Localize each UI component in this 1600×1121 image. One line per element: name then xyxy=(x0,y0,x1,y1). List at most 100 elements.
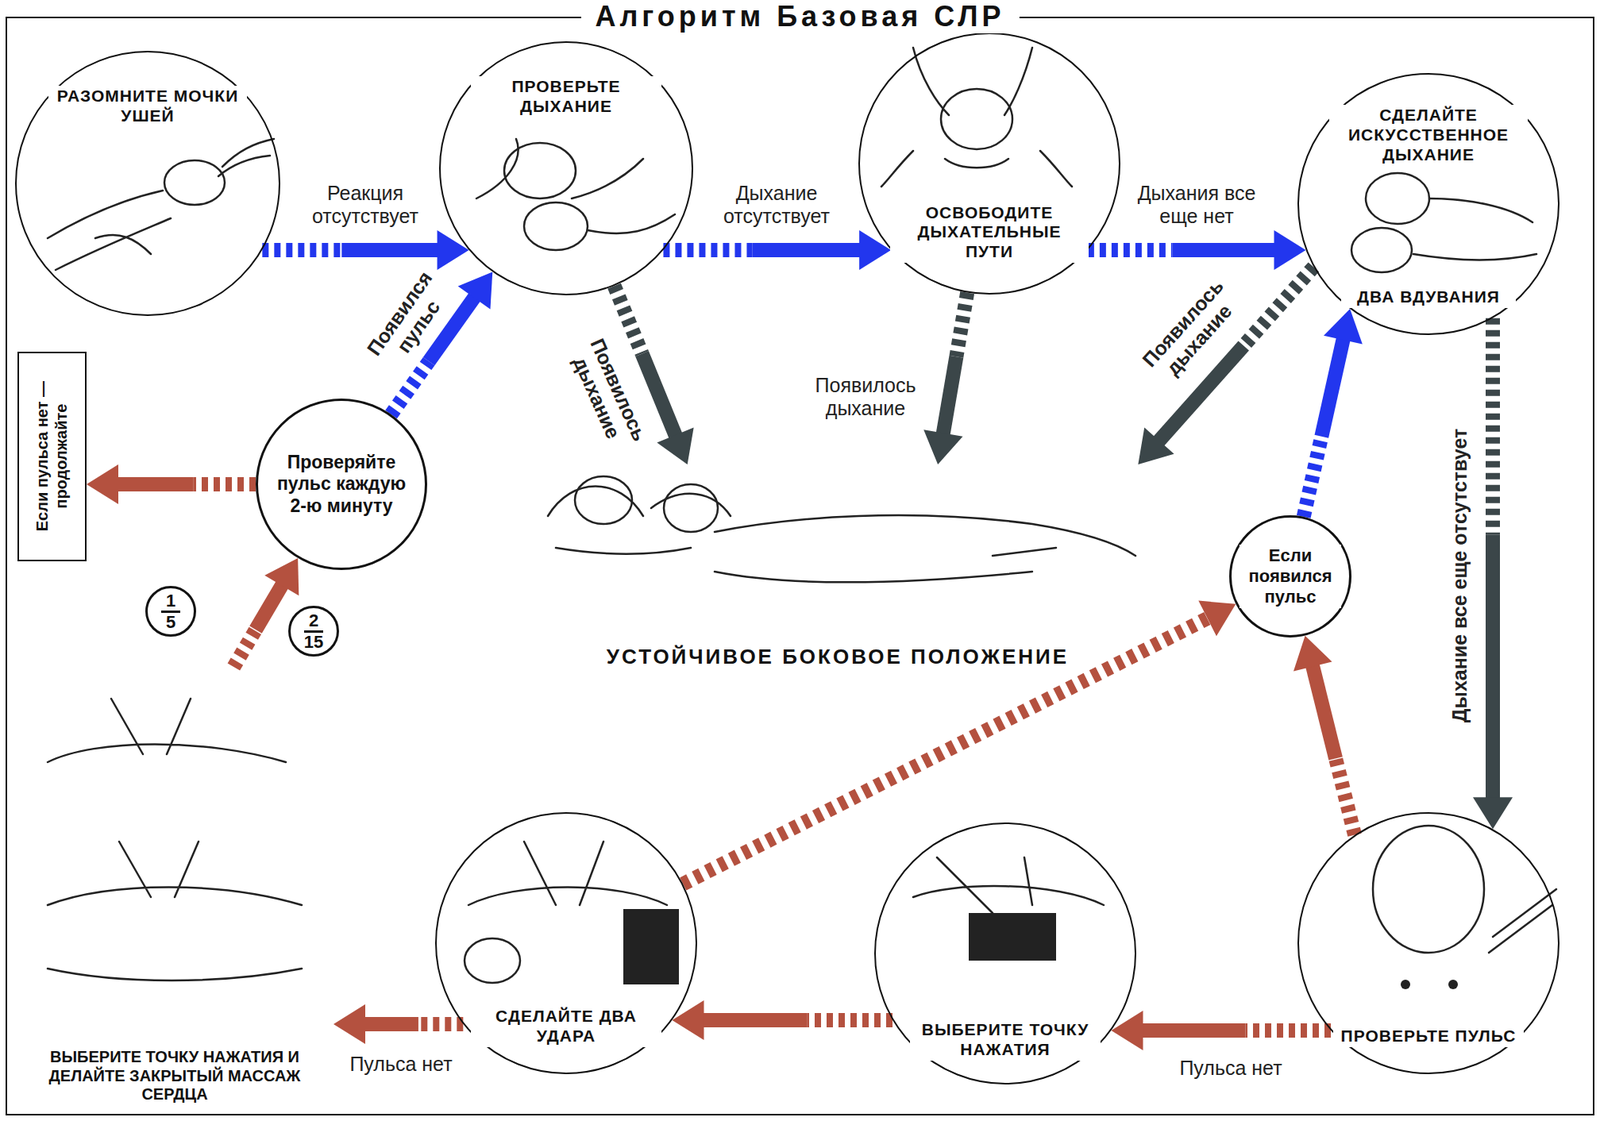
edge-label: Дыхание отсутствует xyxy=(709,181,845,229)
recovery-position-sketch xyxy=(547,486,1136,583)
arrow-head xyxy=(458,271,494,309)
arrow-shaft xyxy=(363,1017,419,1032)
arrow-shaft xyxy=(255,584,283,630)
node-text: СДЕЛАЙТЕ ИСКУССТВЕННОЕ ДЫХАНИЕ xyxy=(1329,104,1528,166)
arrow-shaft xyxy=(956,293,968,358)
arrow-head xyxy=(1323,308,1363,344)
circle-outline xyxy=(1298,813,1559,1074)
arrow-shaft xyxy=(1087,242,1173,258)
flow-arrow xyxy=(1472,318,1513,830)
arrow-shaft xyxy=(701,1013,807,1028)
ratio-circle: 215 xyxy=(288,605,340,657)
arrow-shaft xyxy=(1485,534,1500,799)
step-circle: СДЕЛАЙТЕ ДВА УДАРА xyxy=(435,812,698,1075)
circle-outline xyxy=(859,33,1120,294)
step-circle: ПРОВЕРЬТЕ ДЫХАНИЕ xyxy=(439,41,694,296)
torso-sketch xyxy=(468,841,667,906)
arrow-head xyxy=(1137,427,1174,465)
finger-sketch xyxy=(1488,889,1557,953)
pressure-band xyxy=(968,913,1057,961)
circle-outline xyxy=(257,400,427,570)
step-circle: СДЕЛАЙТЕ ИСКУССТВЕННОЕ ДЫХАНИЕ ДВА ВДУВАН… xyxy=(1297,73,1560,336)
head-sketch xyxy=(663,484,718,533)
step-circle: ПРОВЕРЬТЕ ПУЛЬС xyxy=(1297,812,1560,1075)
head-sketch xyxy=(574,476,633,525)
arrow-head xyxy=(1198,601,1236,637)
pressure-band xyxy=(623,909,679,985)
flow-arrow xyxy=(1303,308,1363,517)
arrow-shaft xyxy=(806,1013,893,1028)
torso-sketch xyxy=(913,857,1104,914)
node-text: Если появился пульс xyxy=(1239,544,1342,609)
pulse-point xyxy=(1448,979,1458,990)
fraction-number: 1 xyxy=(161,591,181,613)
flow-arrow xyxy=(262,230,469,270)
flow-arrow xyxy=(682,601,1236,885)
node-text: ПРОВЕРЬТЕ ПУЛЬС xyxy=(1333,1025,1524,1048)
arrow-head xyxy=(859,230,891,270)
arrow-head xyxy=(1274,230,1307,270)
arrow-head xyxy=(1293,636,1333,672)
pulse-point xyxy=(1400,979,1411,990)
head-sketch xyxy=(504,142,576,199)
arrow-shaft xyxy=(1141,1023,1246,1038)
fraction-number: 5 xyxy=(161,613,181,632)
circle-outline xyxy=(1298,73,1559,335)
node-text: ОСВОБОДИТЕ ДЫХАТЕЛЬНЫЕ ПУТИ xyxy=(890,202,1089,263)
compression-sketch xyxy=(47,698,302,981)
victim-sketch xyxy=(47,190,171,270)
arrow-head xyxy=(333,1004,366,1045)
check-circle: Если появился пульс xyxy=(1229,515,1352,638)
edge-label: Появился пульс xyxy=(359,264,458,377)
arrow-shaft xyxy=(1321,338,1344,437)
arrow-shaft xyxy=(192,477,256,492)
circle-outline xyxy=(289,607,339,656)
sketches xyxy=(47,47,1557,984)
flow-arrow xyxy=(663,230,891,270)
node-text: ВЫБЕРИТЕ ТОЧКУ НАЖАТИЯ xyxy=(909,1019,1101,1061)
head-sketch xyxy=(1351,227,1412,273)
arrow-shaft xyxy=(1485,318,1500,535)
arrow-shaft xyxy=(233,629,256,667)
note-box: Если пульса нет — продолжайте xyxy=(17,351,87,562)
node-text: ДВА ВДУВАНИЯ xyxy=(1341,286,1516,309)
arrow-shaft xyxy=(1245,1023,1331,1038)
circle-outline xyxy=(15,51,280,316)
arrow-head xyxy=(671,1000,704,1041)
arrow-shaft xyxy=(1335,758,1355,835)
note-text: Если пульса нет — продолжайте xyxy=(32,357,72,556)
arrow-shaft xyxy=(1312,665,1336,760)
node-text: ПРОВЕРЬТЕ ДЫХАНИЕ xyxy=(470,76,662,118)
flow-arrow xyxy=(923,293,968,465)
arrow-shaft xyxy=(751,242,861,258)
arrow-head xyxy=(1110,1010,1143,1051)
arrow-shaft xyxy=(614,285,643,354)
arrow-head xyxy=(656,427,694,465)
arrow-shaft xyxy=(1303,436,1323,517)
node-text: СДЕЛАЙТЕ ДВА УДАРА xyxy=(470,1006,662,1048)
arrow-head xyxy=(437,230,470,270)
diagram-title: Алгоритм Базовая СЛР xyxy=(580,0,1019,34)
head-sketch xyxy=(1365,173,1430,224)
edge-label: Дыхание все еще отсутствует xyxy=(1447,426,1473,726)
arrow-shaft xyxy=(663,242,752,258)
check-circle: Проверяйте пульс каждую 2-ю минуту xyxy=(255,398,428,571)
face-sketch xyxy=(1372,825,1485,953)
arrow-head xyxy=(264,558,299,596)
flow-arrow xyxy=(233,558,299,667)
hand-sketch xyxy=(218,138,274,177)
step-circle: РАЗОМНИТЕ МОЧКИ УШЕЙ xyxy=(15,50,281,317)
recovery-position: УСТОЙЧИВОЕ БОКОВОЕ ПОЛОЖЕНИЕ xyxy=(528,464,1148,675)
arrow-head xyxy=(86,464,119,505)
flow-arrow xyxy=(671,1000,893,1041)
flow-arrow xyxy=(1087,230,1307,270)
arrow-shaft xyxy=(262,242,342,258)
head-sketch xyxy=(464,938,521,984)
frame xyxy=(6,17,1594,1115)
airway-sketch xyxy=(881,47,1072,187)
step-circle: ОСВОБОДИТЕ ДЫХАТЕЛЬНЫЕ ПУТИ xyxy=(858,32,1121,295)
fraction-number: 2 xyxy=(304,611,324,633)
node-text: Проверяйте пульс каждую 2-ю минуту xyxy=(271,451,412,517)
